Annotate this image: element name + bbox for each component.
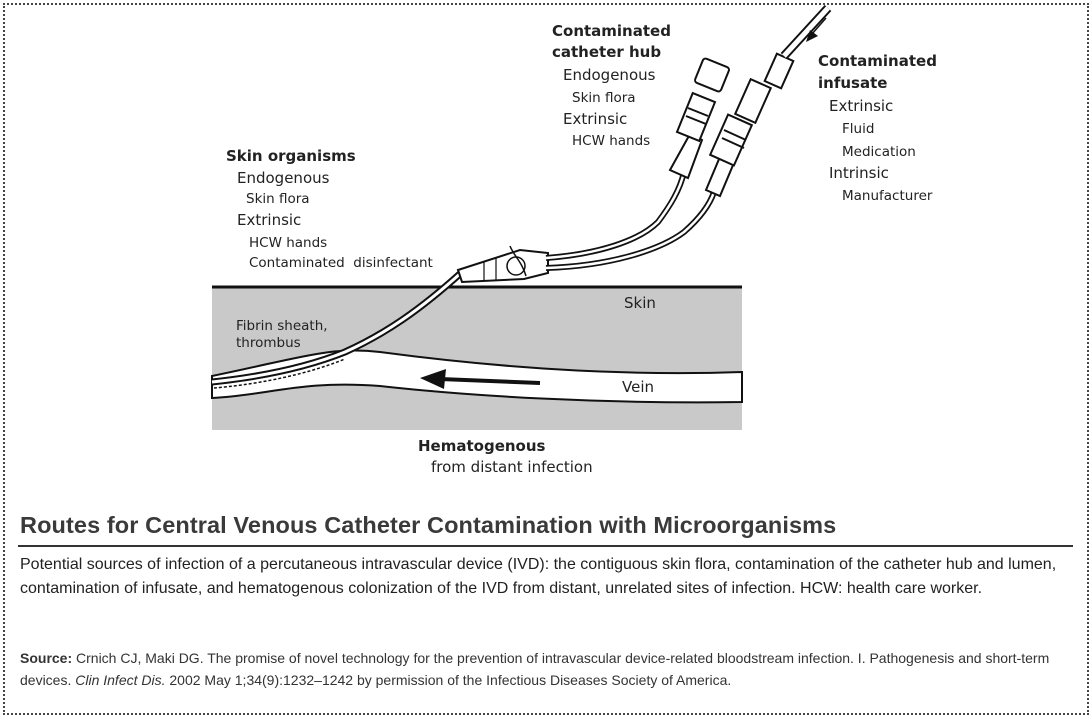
source-journal: Clin Infect Dis. — [75, 671, 166, 688]
catheter-hub-heading-line2: catheter hub — [552, 43, 661, 61]
source-label: Source: — [20, 650, 73, 666]
vein — [211, 349, 743, 404]
skin-label: Skin — [624, 294, 656, 312]
figure-description: Potential sources of infection of a perc… — [20, 556, 1057, 597]
skin-extrinsic-label: Extrinsic — [237, 211, 301, 229]
infusate-heading-line2: infusate — [818, 74, 887, 92]
skin-flora-label: Skin flora — [246, 191, 310, 207]
source-citation-end: 2002 May 1;34(9):1232–1242 by permission… — [165, 671, 732, 688]
fibrin-sheath — [213, 358, 346, 389]
figure-frame — [3, 3, 1089, 715]
vein-flow-arrowhead — [420, 369, 446, 389]
infusate-manufacturer-label: Manufacturer — [842, 188, 933, 204]
catheter-contamination-diagram: Skin organisms Endogenous Skin flora Ext… — [211, 4, 937, 476]
skin-organisms-heading: Skin organisms — [226, 147, 356, 165]
title-divider — [18, 545, 1073, 547]
vein-flow-arrow — [439, 377, 541, 385]
catheter-lumen — [211, 270, 464, 384]
catheter-insertion-hub — [456, 248, 549, 284]
catheter-hub-heading-line1: Contaminated — [552, 22, 671, 40]
infusate-heading-line1: Contaminated — [818, 52, 937, 70]
skin-endogenous-label: Endogenous — [237, 169, 330, 187]
hub-skin-flora-label: Skin flora — [572, 90, 636, 106]
infusion-flow-arrow — [811, 17, 827, 35]
skin-hcw-hands-label: HCW hands — [249, 235, 327, 251]
vein-label: Vein — [622, 378, 654, 396]
catheter-hub-connector — [668, 57, 730, 180]
hematogenous-heading: Hematogenous — [418, 437, 546, 455]
infusion-connector — [704, 52, 795, 198]
figure-source: Source: Crnich CJ, Maki DG. The promise … — [20, 648, 1070, 691]
infusate-fluid-label: Fluid — [842, 121, 874, 137]
hub-endogenous-label: Endogenous — [563, 66, 656, 84]
contaminated-disinfectant-label: Contaminated disinfectant — [249, 255, 433, 271]
infusate-intrinsic-label: Intrinsic — [829, 164, 889, 182]
fibrin-sheath-label-line1: Fibrin sheath, — [236, 318, 328, 334]
figure-title: Routes for Central Venous Catheter Conta… — [20, 512, 837, 538]
fibrin-sheath-label-line2: thrombus — [236, 335, 301, 351]
hub-hcw-hands-label: HCW hands — [572, 133, 650, 149]
hematogenous-sub-label: from distant infection — [431, 458, 593, 476]
infusate-medication-label: Medication — [842, 144, 916, 160]
infusate-extrinsic-label: Extrinsic — [829, 97, 893, 115]
hub-extrinsic-label: Extrinsic — [563, 110, 627, 128]
source-citation: Crnich CJ, Maki DG. The promise of novel… — [20, 650, 1050, 688]
